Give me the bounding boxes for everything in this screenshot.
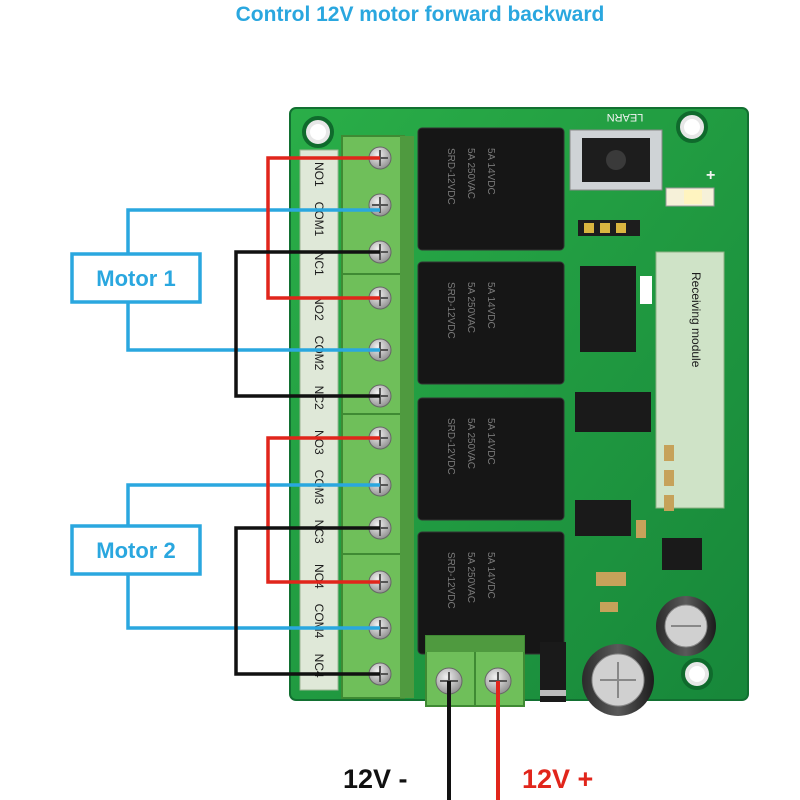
- relay-marking: 5A 14VDC: [485, 552, 496, 599]
- motor-2-red-link: [266, 436, 380, 584]
- svg-text:+: +: [706, 167, 715, 184]
- terminal-label: NC4: [312, 654, 326, 678]
- relay-receiver-board: NO1COM1NC1NO2COM2NC2NO3COM3NC3NO4COM4NC4…: [289, 107, 749, 716]
- relay-marking: SRD-12VDC: [445, 282, 456, 339]
- power-negative-label: 12V -: [343, 764, 408, 794]
- terminal-screw: [368, 193, 392, 217]
- mode-jumper[interactable]: [578, 220, 640, 236]
- relay-marking: 5A 250VAC: [465, 418, 476, 469]
- learn-label: LEARN: [607, 111, 644, 123]
- motor-2-wire-top: [126, 483, 380, 534]
- driver-ic-2: [575, 500, 631, 536]
- terminal-label: NC2: [312, 386, 326, 410]
- motor-2-label: Motor 2: [96, 538, 175, 563]
- status-led: +: [665, 167, 715, 207]
- terminal-label: NO4: [312, 564, 326, 589]
- power-positive-label: 12V +: [522, 764, 593, 794]
- motor-1-wire-top: [126, 208, 380, 262]
- motor-1-wire-bottom: [126, 296, 380, 352]
- driver-ic-1: [575, 392, 651, 432]
- mounting-hole-top-right: [676, 111, 708, 143]
- relay-marking: 5A 250VAC: [465, 148, 476, 199]
- capacitor-1: [582, 644, 654, 716]
- output-terminal-block: [341, 135, 414, 699]
- relays: SRD-12VDC 5A 250VAC 5A 14VDC SRD-12VDC 5A 25…: [417, 127, 565, 655]
- relay-marking: SRD-12VDC: [445, 148, 456, 205]
- capacitor-2: [656, 596, 716, 656]
- relay-marking: 5A 250VAC: [465, 552, 476, 603]
- power-terminal-block: [425, 635, 525, 707]
- relay-marking: 5A 14VDC: [485, 148, 496, 195]
- motor-1-box: Motor 1: [70, 252, 202, 304]
- terminal-label: COM1: [312, 202, 326, 237]
- motor-1-black-link: [234, 250, 380, 398]
- relay-marking: 5A 14VDC: [485, 282, 496, 329]
- mounting-hole-bottom-right: [681, 658, 713, 690]
- relay-2: SRD-12VDC 5A 250VAC 5A 14VDC: [417, 261, 565, 385]
- receiving-module-label: Receiving module: [689, 272, 703, 368]
- relay-3: SRD-12VDC 5A 250VAC 5A 14VDC: [417, 397, 565, 521]
- wiring: [126, 156, 500, 800]
- terminal-label: COM2: [312, 336, 326, 371]
- relay-4: SRD-12VDC 5A 250VAC 5A 14VDC: [417, 531, 565, 655]
- learn-button[interactable]: [569, 129, 663, 191]
- decoder-ic: [580, 266, 652, 352]
- motor-1-label: Motor 1: [96, 266, 175, 291]
- relay-marking: 5A 14VDC: [485, 418, 496, 465]
- terminal-label: NO1: [312, 162, 326, 187]
- receiving-module: Receiving module: [655, 251, 725, 509]
- relay-marking: SRD-12VDC: [445, 552, 456, 609]
- terminal-label: COM4: [312, 604, 326, 639]
- motor-1-red-link: [266, 156, 380, 300]
- terminal-label: COM3: [312, 470, 326, 505]
- diagram-title: Control 12V motor forward backward: [236, 3, 605, 26]
- motor-2-black-link: [234, 526, 380, 676]
- relay-marking: 5A 250VAC: [465, 282, 476, 333]
- diode: [540, 642, 566, 702]
- smd-components: [596, 445, 674, 612]
- terminal-label: NC1: [312, 252, 326, 276]
- motor-2-box: Motor 2: [70, 524, 202, 576]
- terminal-label: NO3: [312, 430, 326, 455]
- motor-2-wire-bottom: [126, 568, 380, 630]
- relay-marking: SRD-12VDC: [445, 418, 456, 475]
- terminal-label: NO2: [312, 296, 326, 321]
- relay-1: SRD-12VDC 5A 250VAC 5A 14VDC: [417, 127, 565, 251]
- terminal-label: NC3: [312, 520, 326, 544]
- mounting-hole-top-left: [302, 116, 334, 148]
- regulator-ic: [662, 538, 702, 570]
